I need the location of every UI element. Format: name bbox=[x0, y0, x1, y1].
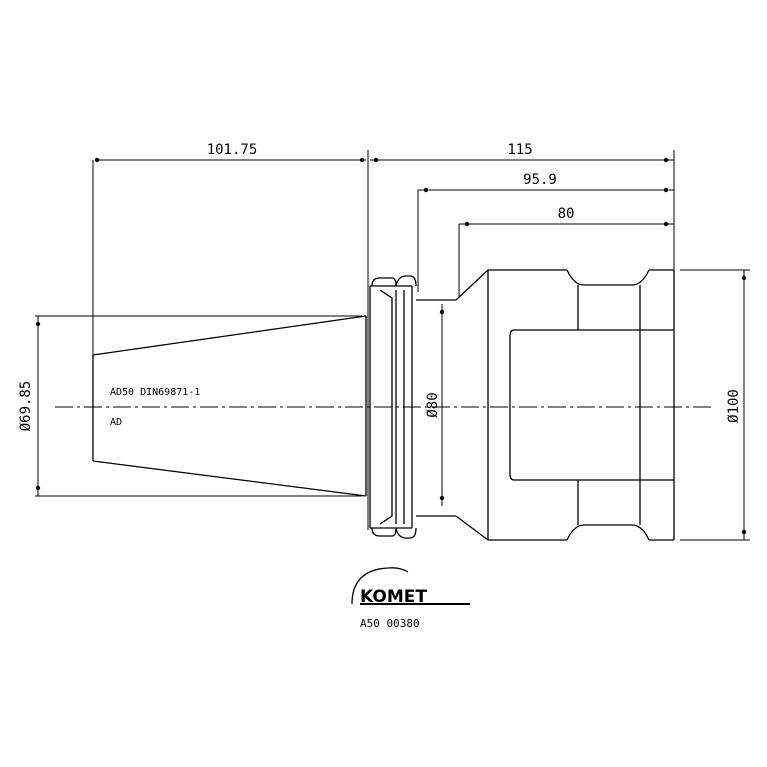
part-number: A50 00380 bbox=[360, 617, 420, 630]
komet-logo: KOMET bbox=[351, 567, 470, 607]
dimension-body-length: 80 bbox=[458, 206, 674, 298]
body-diameter-label: Ø100 bbox=[726, 389, 742, 423]
taper-shank bbox=[92, 315, 367, 497]
form-label: AD bbox=[110, 417, 122, 428]
body bbox=[487, 269, 675, 541]
taper-length-label: 101.75 bbox=[207, 142, 258, 158]
flange-length-label: 95.9 bbox=[523, 172, 557, 188]
neck bbox=[416, 269, 489, 541]
dimension-taper-length: 101.75 bbox=[92, 142, 366, 355]
body-length-label: 80 bbox=[558, 206, 575, 222]
neck-diameter-label: Ø80 bbox=[425, 392, 441, 417]
logo-text: KOMET bbox=[360, 587, 427, 607]
overall-length-label: 115 bbox=[507, 142, 532, 158]
spec-label: AD50 DIN69871-1 bbox=[110, 387, 200, 398]
dimension-body-diameter: Ø100 bbox=[680, 269, 750, 541]
dimension-flange-length: 95.9 bbox=[417, 172, 674, 292]
dimension-neck-diameter: Ø80 bbox=[425, 304, 445, 506]
dimension-taper-diameter: Ø69.85 bbox=[18, 315, 362, 497]
taper-diameter-label: Ø69.85 bbox=[18, 381, 34, 432]
